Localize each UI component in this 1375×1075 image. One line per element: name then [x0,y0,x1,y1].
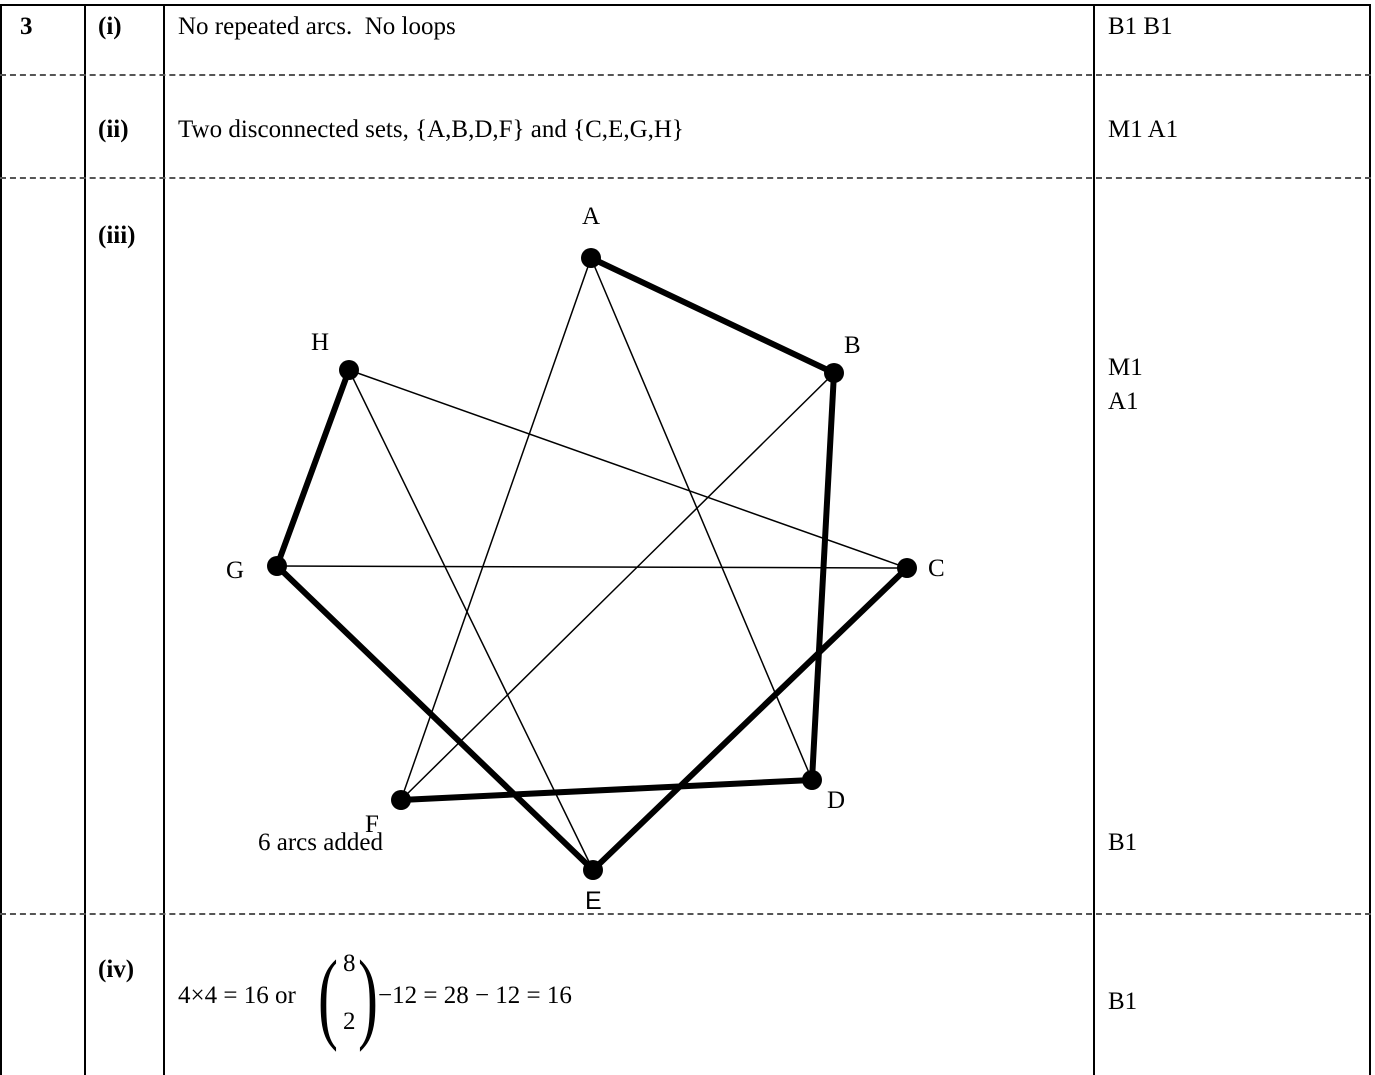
row-divider-3 [0,913,1371,915]
part-label-i: (i) [98,13,122,40]
node-label-g: G [226,557,244,584]
answer-iv-prefix: 4×4 = 16 or [178,982,296,1009]
thick-edge-ab [588,255,837,376]
binomial-left-paren: ( [318,939,338,1053]
marks-iii-accuracy: A1 [1108,388,1139,415]
thick-edge-ec [590,565,910,873]
column-divider-3 [1093,4,1095,1075]
binomial-right-paren: ) [358,939,378,1053]
graph-nodes [267,248,917,880]
thin-edge-bf [400,372,835,801]
binomial-top: 8 [343,950,356,977]
binomial-bottom: 2 [343,1008,356,1035]
node-label-h: H [311,329,329,356]
table-right-border [1369,4,1371,1075]
thin-edge-gc [276,565,908,569]
answer-i: No repeated arcs. No loops [178,13,456,40]
node-g [267,556,287,576]
node-label-e: E [585,887,602,915]
node-label-f: F [365,811,379,838]
marks-i: B1 B1 [1108,13,1173,40]
node-label-b: B [844,332,861,359]
column-divider-1 [84,4,86,1075]
thick-edge-hg [274,367,352,569]
node-d [802,770,822,790]
thick-edge-df [398,777,815,803]
thin-edge-he [348,369,594,871]
thick-edge-ge [274,563,596,873]
node-a [581,248,601,268]
node-e [583,860,603,880]
marks-iii-method: M1 [1108,354,1143,381]
graph-node-labels: A B C D E F G H [226,203,945,915]
node-f [391,790,411,810]
thin-edge-hc [348,369,908,569]
row-divider-1 [0,74,1371,76]
row-divider-2 [0,177,1371,179]
answer-iv-suffix: −12 = 28 − 12 = 16 [378,982,572,1009]
part-label-iii: (iii) [98,222,136,249]
table-top-border [0,4,1371,6]
table-left-border [0,4,2,1075]
node-label-d: D [827,787,845,814]
node-label-c: C [928,555,945,582]
question-number: 3 [20,13,33,40]
answer-ii: Two disconnected sets, {A,B,D,F} and {C,… [178,116,684,143]
thick-edge-bd [809,370,837,783]
node-b [824,363,844,383]
arcs-added-note: 6 arcs added [258,829,383,856]
part-label-iv: (iv) [98,956,135,983]
column-divider-2 [163,4,165,1075]
marks-ii: M1 A1 [1108,116,1179,143]
part-label-ii: (ii) [98,116,129,143]
node-label-a: A [582,203,600,230]
thin-edge-ad [590,257,813,781]
marks-iv: B1 [1108,988,1138,1015]
marks-iii-arcs: B1 [1108,829,1138,856]
node-c [897,558,917,578]
node-h [339,360,359,380]
thick-edges [274,255,910,873]
thin-edges [276,257,908,871]
thin-edge-af [400,257,592,801]
